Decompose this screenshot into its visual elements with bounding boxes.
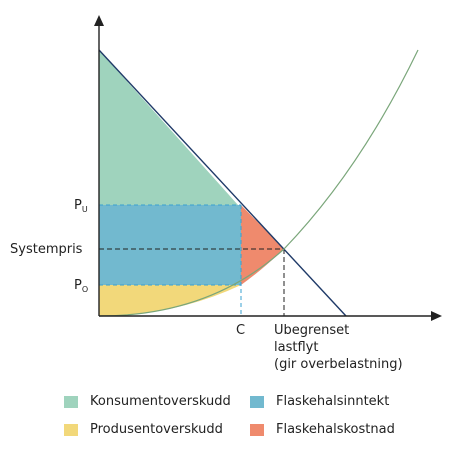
legend-label: Konsumentoverskudd (90, 394, 231, 409)
consumer-surplus-area (99, 50, 238, 205)
x-axis-arrow (431, 311, 442, 321)
pu-label: PU (74, 198, 88, 214)
unlimited-flow-label-line2: lastflyt (274, 340, 318, 355)
bottleneck-cost-swatch (250, 423, 264, 436)
bottleneck-revenue-swatch (250, 395, 264, 408)
supply-demand-diagram: PU Systempris PO C Ubegrenset lastflyt (… (10, 15, 442, 372)
system-price-label: Systempris (10, 242, 83, 257)
legend-item-producer-surplus: Produsentoverskudd (64, 422, 223, 437)
bottleneck-revenue-area (99, 205, 241, 285)
consumer-surplus-swatch (64, 395, 78, 408)
legend-item-consumer-surplus: Konsumentoverskudd (64, 394, 231, 409)
y-axis-arrow (94, 15, 104, 26)
legend-label: Flaskehalskostnad (276, 422, 395, 437)
unlimited-flow-label-line1: Ubegrenset (274, 323, 349, 338)
supply-curve (98, 49, 419, 317)
unlimited-flow-label-line3: (gir overbelastning) (274, 357, 403, 372)
demand-line (98, 49, 347, 317)
legend-item-bottleneck-revenue: Flaskehalsinntekt (250, 394, 389, 409)
bottleneck-cost-area (241, 205, 284, 285)
po-label: PO (74, 278, 88, 294)
legend-label: Flaskehalsinntekt (276, 394, 390, 409)
producer-surplus-swatch (64, 423, 78, 436)
legend-label: Produsentoverskudd (90, 422, 223, 437)
c-label: C (236, 323, 245, 338)
producer-surplus-area (99, 285, 241, 316)
legend-item-bottleneck-cost: Flaskehalskostnad (250, 422, 395, 437)
